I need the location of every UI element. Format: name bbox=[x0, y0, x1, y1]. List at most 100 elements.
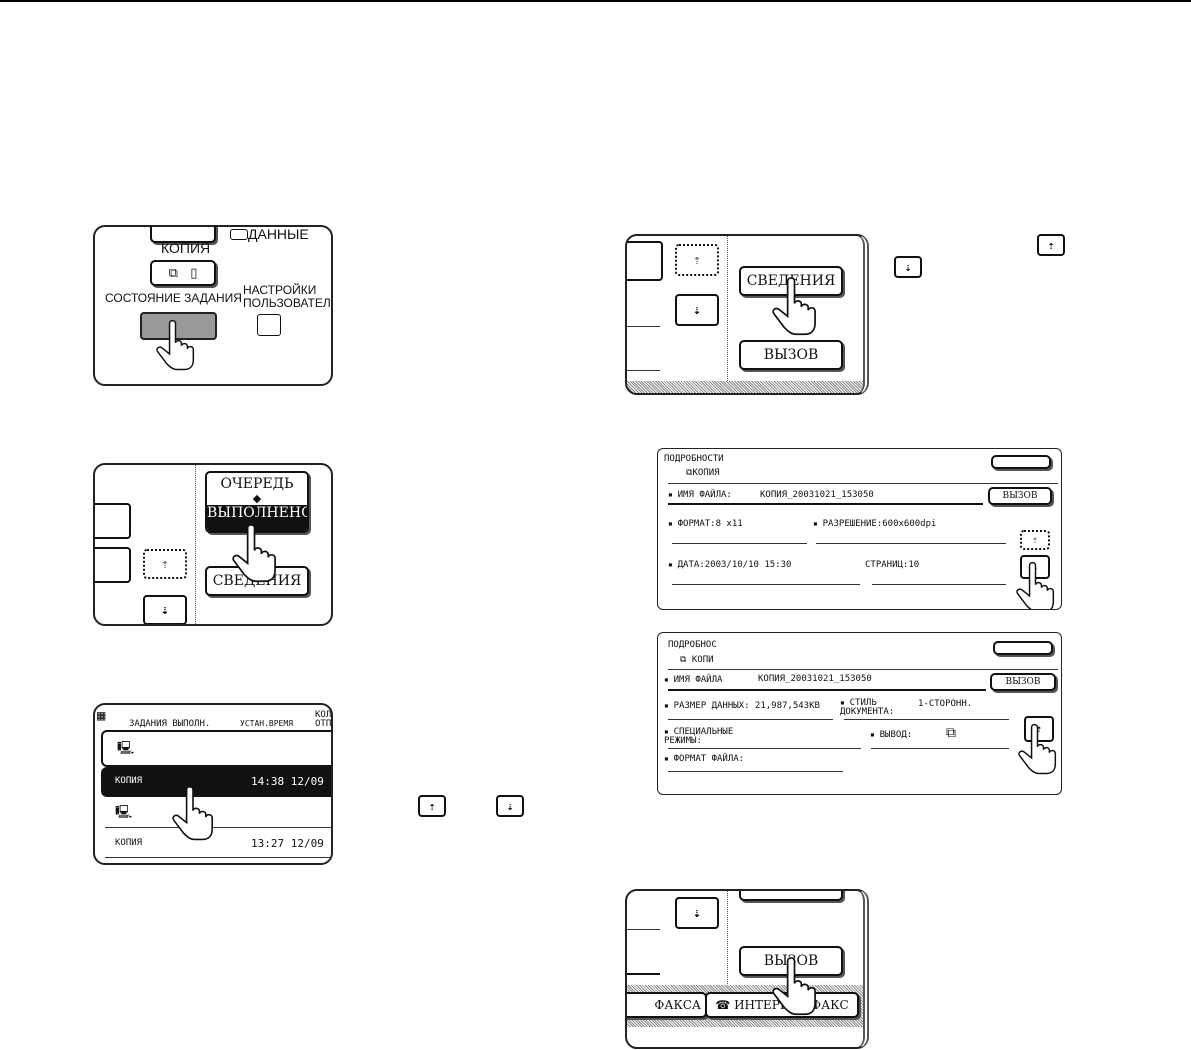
row-divider bbox=[627, 370, 660, 371]
up-arrow-icon: ⇡ bbox=[693, 252, 701, 268]
data-size-value: РАЗМЕР ДАННЫХ: 21,987,543KB bbox=[664, 701, 820, 711]
row-divider bbox=[627, 929, 660, 930]
data-label: ДАННЫЕ bbox=[248, 226, 309, 242]
pointing-hand-icon bbox=[153, 319, 198, 371]
doc-style-label: СТИЛЬ ДОКУМЕНТА: bbox=[840, 698, 900, 717]
copy-icon: ⧉ bbox=[686, 468, 693, 478]
output-label: ВЫВОД: bbox=[870, 730, 913, 740]
inline-up-arrow-icon: ⇡ bbox=[418, 795, 446, 817]
side-button[interactable] bbox=[627, 241, 663, 281]
job-type-label: КОПИЯ bbox=[692, 468, 720, 478]
scroll-down-button[interactable]: ⇣ bbox=[675, 294, 719, 326]
inline-up-arrow-icon: ⇡ bbox=[1037, 234, 1065, 256]
scroll-up-button[interactable]: ⇡ bbox=[143, 549, 187, 579]
header-extra: КОЛ ОТП bbox=[315, 710, 332, 729]
side-button[interactable] bbox=[95, 503, 131, 539]
header-set-time: УСТАН.ВРЕМЯ bbox=[240, 719, 293, 728]
recall-button[interactable]: ВЫЗОВ bbox=[739, 946, 843, 976]
divider bbox=[668, 748, 861, 749]
header-jobs-done: ЗАДАНИЯ ВЫПОЛН. bbox=[129, 719, 211, 729]
format-value: ФОРМАТ:8 x11 bbox=[668, 519, 743, 529]
special-modes-label: СПЕЦИАЛЬНЫЕ РЕЖИМЫ: bbox=[664, 727, 744, 746]
pointing-hand-icon bbox=[767, 956, 822, 1016]
user-settings-key[interactable] bbox=[257, 314, 281, 336]
divider bbox=[727, 891, 728, 986]
job-status-screen-illustration: ⇡ ⇣ ОЧЕРЕДЬ ◆ ВЫПОЛНЕНО СВЕДЕНИЯ bbox=[93, 463, 333, 626]
pointing-hand-icon bbox=[227, 523, 282, 583]
pointing-hand-icon bbox=[767, 276, 822, 336]
job-type-label: КОПИ bbox=[691, 655, 714, 665]
scroll-up-button[interactable]: ⇡ bbox=[1020, 530, 1050, 550]
queue-label: ОЧЕРЕДЬ bbox=[220, 476, 294, 492]
down-arrow-icon: ⇣ bbox=[904, 260, 912, 274]
row-divider bbox=[627, 973, 660, 975]
fax-tab[interactable]: ФАКСА bbox=[627, 992, 707, 1018]
pages-value: СТРАНИЦ:10 bbox=[865, 560, 920, 570]
job-status-key[interactable] bbox=[140, 312, 217, 340]
details-button-illustration: ⇡ ⇣ СВЕДЕНИЯ ВЫЗОВ bbox=[625, 234, 869, 395]
divider bbox=[668, 719, 833, 720]
scroll-down-button[interactable]: ⇣ bbox=[675, 897, 719, 929]
output-sort-icon: ⧉ bbox=[946, 725, 956, 741]
details-title: ПОДРОБНОС bbox=[668, 640, 717, 650]
details-button[interactable] bbox=[739, 891, 843, 901]
top-rule bbox=[0, 0, 1191, 2]
resolution-value: РАЗРЕШЕНИЕ:600x600dpi bbox=[813, 519, 937, 529]
file-name-value: КОПИЯ_20031021_153050 bbox=[758, 674, 872, 684]
up-arrow-icon: ⇡ bbox=[1047, 238, 1055, 252]
copy-key[interactable]: ⧉ ▯ bbox=[150, 260, 216, 286]
job-type: ⧉КОПИЯ bbox=[686, 468, 720, 478]
job-list-icon: ▦ bbox=[97, 708, 106, 724]
copy-label: КОПИЯ bbox=[161, 240, 211, 256]
scan-key[interactable] bbox=[150, 227, 216, 243]
inline-down-arrow-icon: ⇣ bbox=[894, 256, 922, 278]
divider bbox=[668, 483, 1058, 484]
file-name-label: ИМЯ ФАЙЛА bbox=[664, 675, 723, 685]
scroll-down-button[interactable]: ⇣ bbox=[143, 595, 187, 624]
recall-button[interactable]: ВЫЗОВ bbox=[988, 487, 1052, 505]
queue-done-toggle[interactable]: ОЧЕРЕДЬ ◆ ВЫПОЛНЕНО bbox=[205, 471, 309, 533]
pointing-hand-icon bbox=[167, 785, 219, 841]
details-screen-page2: ПОДРОБНОС ⧉ КОПИ ИМЯ ФАЙЛА КОПИЯ_2003102… bbox=[657, 632, 1062, 795]
row-time: 13:27 12/09 0 bbox=[251, 837, 333, 850]
up-arrow-icon: ⇡ bbox=[161, 556, 169, 572]
row-name: КОПИЯ bbox=[115, 838, 143, 848]
pc-job-icon: 🖳 bbox=[117, 741, 135, 756]
close-button[interactable] bbox=[991, 455, 1051, 469]
divider bbox=[816, 543, 1006, 544]
job-status-label: СОСТОЯНИЕ ЗАДАНИЯ bbox=[105, 291, 242, 305]
divider bbox=[668, 689, 986, 691]
scroll-up-button[interactable]: ⇡ bbox=[675, 244, 719, 276]
file-name-label: ИМЯ ФАЙЛА: bbox=[668, 490, 732, 500]
toggle-icon: ◆ bbox=[252, 492, 262, 505]
row-name: КОПИЯ bbox=[115, 776, 143, 786]
tab-bar bbox=[627, 381, 863, 393]
divider bbox=[668, 771, 843, 772]
down-arrow-icon: ⇣ bbox=[506, 799, 514, 813]
divider bbox=[195, 465, 196, 624]
recall-button[interactable]: ВЫЗОВ bbox=[739, 340, 843, 370]
close-button[interactable] bbox=[993, 641, 1053, 655]
copy-icon: ⧉ bbox=[168, 265, 178, 281]
table-row[interactable]: 🖳 bbox=[101, 730, 331, 767]
scroll-up-button[interactable]: ⇡ bbox=[1024, 716, 1054, 742]
divider bbox=[872, 584, 1006, 585]
table-row-selected[interactable]: КОПИЯ 14:38 12/09 0 bbox=[101, 767, 333, 797]
row-time: 14:38 12/09 0 bbox=[251, 775, 333, 788]
date-value: ДАТА:2003/10/10 15:30 bbox=[668, 560, 792, 570]
row-divider bbox=[105, 827, 331, 828]
copy-icon: ⧉ bbox=[680, 655, 687, 665]
divider bbox=[668, 503, 983, 505]
row-divider bbox=[105, 857, 331, 858]
side-button[interactable] bbox=[95, 547, 131, 583]
divider bbox=[672, 584, 860, 585]
details-screen-page1: ПОДРОБНОСТИ ⧉КОПИЯ ИМЯ ФАЙЛА: КОПИЯ_2003… bbox=[657, 448, 1062, 610]
inline-down-arrow-icon: ⇣ bbox=[496, 795, 524, 817]
recall-button[interactable]: ВЫЗОВ bbox=[990, 673, 1056, 691]
phone-globe-icon: ☎ bbox=[715, 998, 731, 1012]
up-arrow-icon: ⇡ bbox=[428, 799, 436, 813]
control-panel-illustration: ДАННЫЕ КОПИЯ ⧉ ▯ СОСТОЯНИЕ ЗАДАНИЯ НАСТР… bbox=[93, 225, 333, 386]
up-arrow-icon: ⇡ bbox=[1031, 534, 1039, 546]
down-arrow-icon: ⇣ bbox=[161, 602, 169, 618]
table-row[interactable]: КОПИЯ 13:27 12/09 0 bbox=[101, 828, 333, 858]
